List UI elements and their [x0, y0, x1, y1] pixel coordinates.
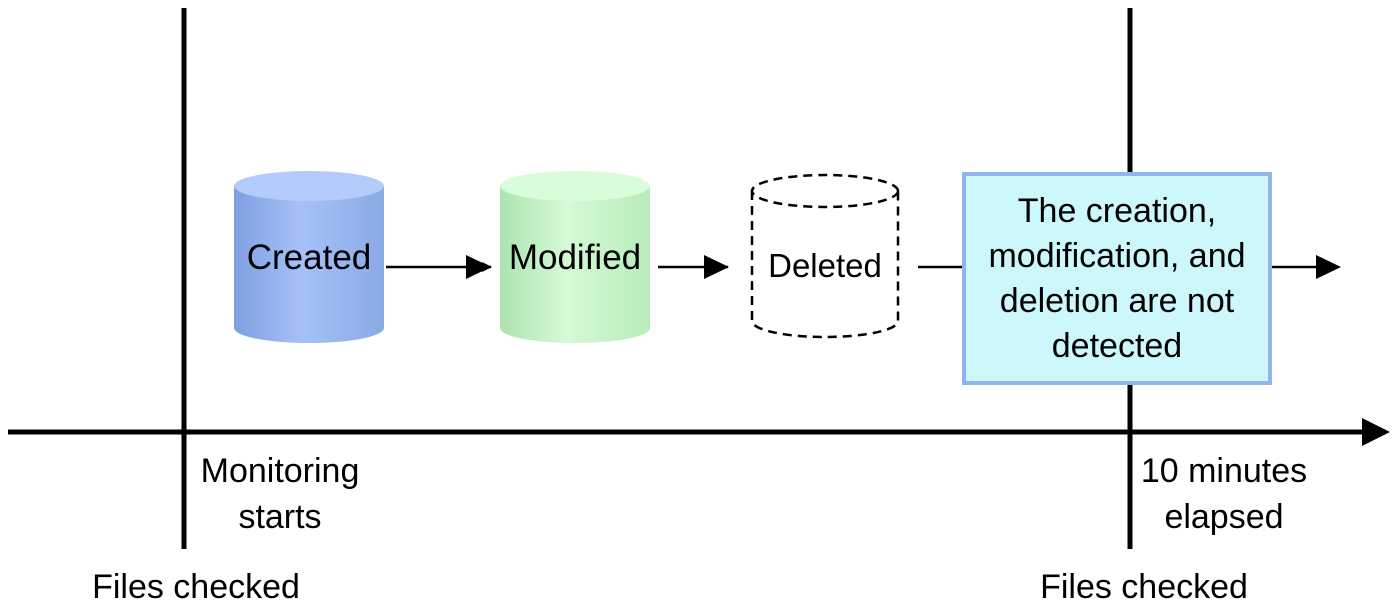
arrow-note-out-head [1316, 255, 1341, 279]
time-axis-arrowhead [1362, 418, 1390, 446]
files-checked-right-label: Files checked [1040, 568, 1248, 606]
created-label: Created [246, 238, 372, 277]
arrow-created-to-modified-head [466, 255, 491, 279]
deleted-label: Deleted [768, 247, 882, 284]
note-box-fill [962, 172, 1272, 385]
arrow-modified-to-deleted-head [704, 255, 729, 279]
monitoring-starts-line1: Monitoring [200, 452, 360, 490]
not-detected-note-text: The creation, modification, and deletion… [988, 191, 1246, 365]
ten-minutes-elapsed-label: 10 minutes elapsed [1122, 448, 1326, 540]
modified-cylinder [500, 171, 650, 343]
ten-minutes-elapsed-line1: 10 minutes [1140, 452, 1308, 490]
monitoring-starts-line2: starts [238, 498, 322, 536]
ten-minutes-elapsed-line2: elapsed [1164, 498, 1284, 536]
modified-label: Modified [508, 238, 642, 277]
not-detected-note: The creation, modification, and deletion… [962, 172, 1272, 385]
created-cylinder [234, 171, 384, 343]
deleted-cylinder [750, 173, 900, 339]
monitoring-starts-label: Monitoring starts [180, 448, 380, 540]
files-checked-left-label: Files checked [92, 568, 300, 606]
